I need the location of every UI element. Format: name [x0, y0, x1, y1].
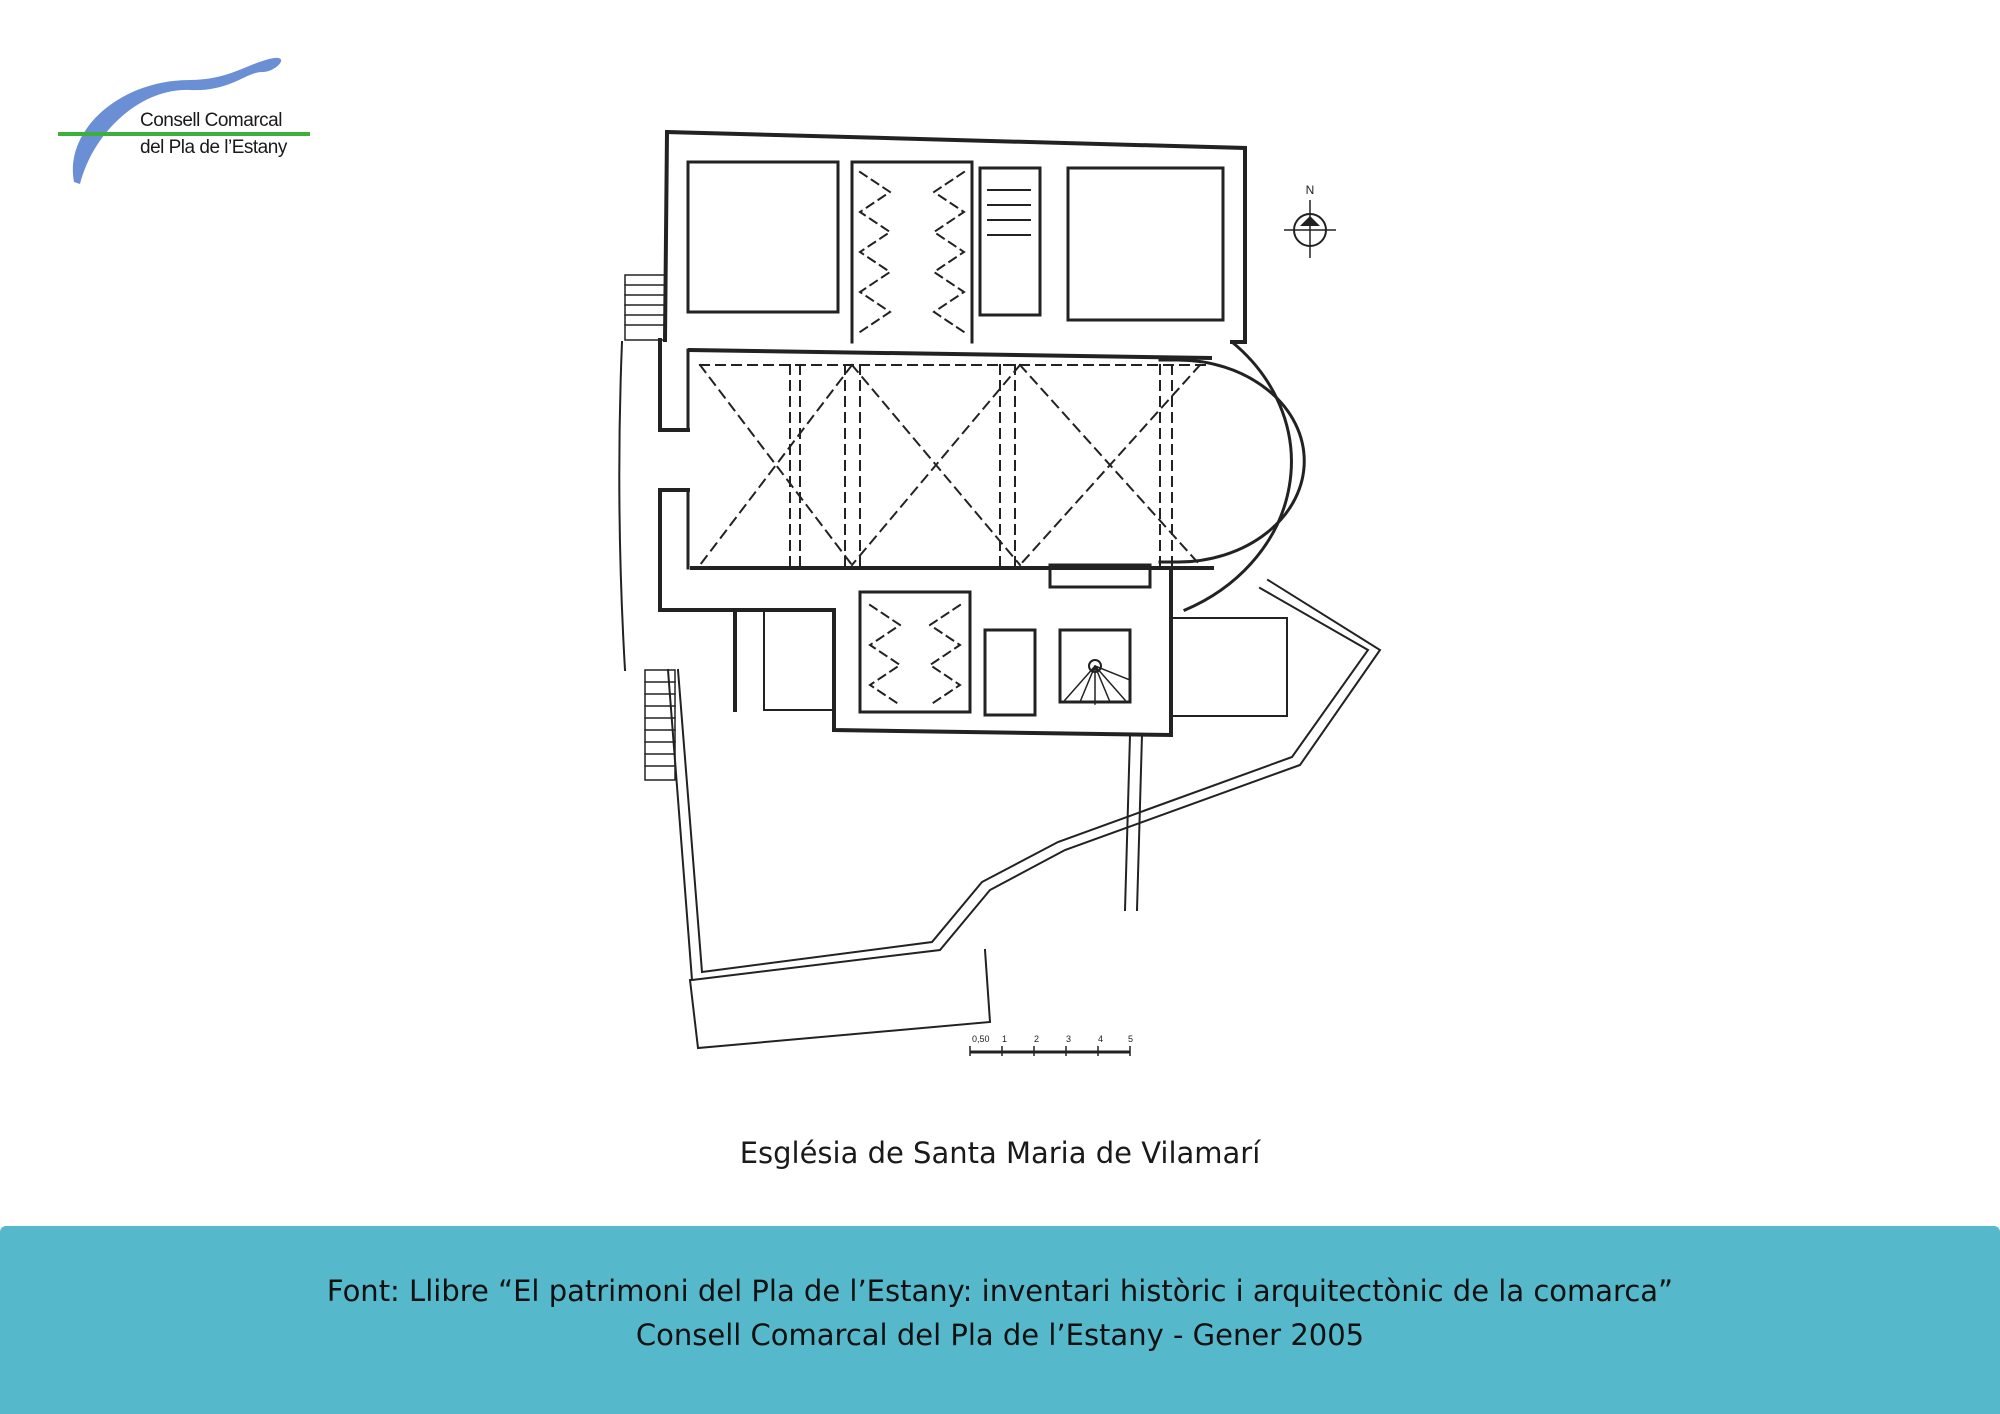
plan-scale-bar: 0,50 1 2 3 4 5: [969, 1034, 1133, 1056]
plan-west-stairs: [624, 274, 676, 781]
scale-label-2: 2: [1034, 1034, 1039, 1044]
scale-label-4: 4: [1098, 1034, 1103, 1044]
footer-credit-line: Consell Comarcal del Pla de l’Estany - G…: [635, 1318, 1365, 1352]
plan-nave-wall-north: [687, 347, 1213, 361]
consell-comarcal-logo: Consell Comarcal del Pla de l’Estany: [50, 50, 330, 190]
plan-outer-north-wall: [664, 129, 1247, 344]
source-footer: Font: Llibre “El patrimoni del Pla de l’…: [0, 1226, 2000, 1414]
plan-north-arrow-icon: N: [1284, 183, 1336, 258]
footer-source-line: Font: Llibre “El patrimoni del Pla de l’…: [326, 1274, 1674, 1308]
logo-text-line2: del Pla de l’Estany: [140, 137, 287, 158]
scale-label-3: 3: [1066, 1034, 1071, 1044]
north-label: N: [1306, 183, 1315, 197]
scale-label-1: 1: [1002, 1034, 1007, 1044]
plan-room-nw: [686, 160, 840, 314]
logo-swoosh-icon: [58, 57, 310, 184]
scale-label-5: 5: [1128, 1034, 1133, 1044]
plan-apse: [1176, 358, 1306, 564]
scale-label-0: 0,50: [972, 1034, 990, 1044]
plan-courtyard-wall: [666, 578, 1382, 982]
plan-caption: Església de Santa Maria de Vilamarí: [739, 1136, 1261, 1170]
church-floor-plan: N 0,50 1 2 3 4 5: [618, 129, 1382, 1056]
plan-room-ne: [1066, 166, 1225, 322]
logo-green-rule: [58, 132, 310, 136]
logo-text-line1: Consell Comarcal: [140, 110, 282, 131]
